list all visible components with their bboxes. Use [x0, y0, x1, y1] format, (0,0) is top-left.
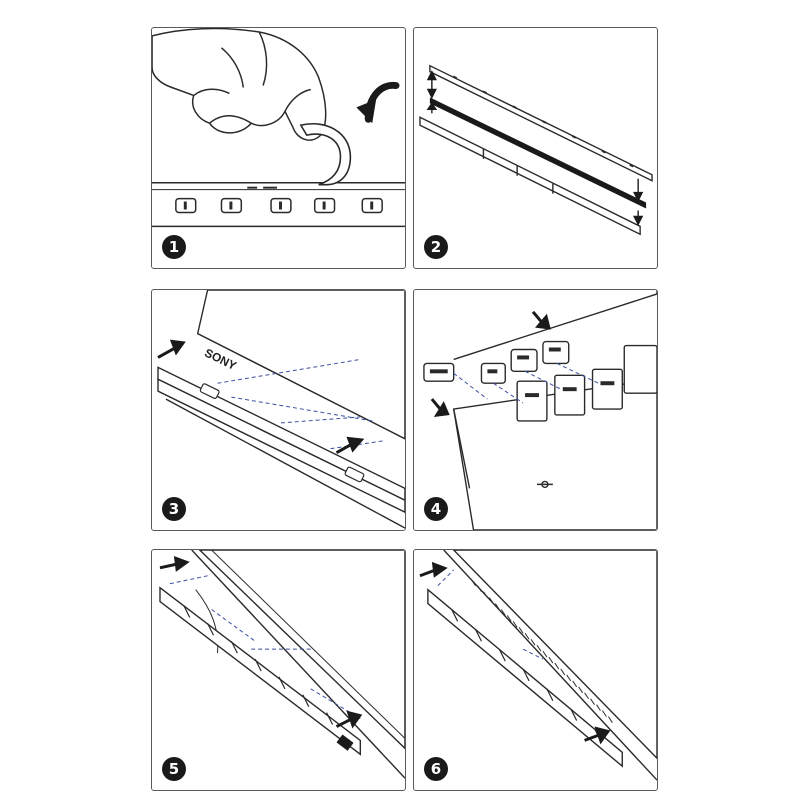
- strip-segments: [183, 605, 334, 725]
- console-body: [452, 550, 657, 760]
- step-6-badge: 6: [424, 757, 448, 781]
- step-6-illustration: [419, 550, 657, 781]
- double-arrow-icon: [426, 70, 644, 226]
- step-1-panel: 1: [151, 27, 406, 269]
- step-3-illustration: SONY: [157, 290, 405, 529]
- screw: [536, 480, 553, 489]
- vent-grille: [471, 579, 613, 723]
- step-4-badge: 4: [424, 497, 448, 521]
- step-4-illustration: [423, 290, 657, 530]
- step-3-panel: SONY 3: [151, 289, 406, 531]
- step-5-panel: 5: [151, 549, 406, 791]
- alignment-guides: [169, 575, 361, 720]
- alignment-guides: [453, 362, 599, 404]
- step-2-badge: 2: [424, 235, 448, 259]
- step-1-illustration: [152, 28, 405, 228]
- port-slots: [199, 383, 365, 483]
- port-openings: [516, 344, 657, 422]
- dust-plugs: [423, 340, 570, 384]
- top-rail: [429, 64, 653, 182]
- cover-strip: [157, 366, 405, 513]
- peeled-strip: [299, 123, 352, 186]
- arrow-icon: [159, 555, 363, 729]
- alignment-guides: [437, 569, 544, 660]
- step-3-badge: 3: [162, 497, 186, 521]
- step-5-badge: 5: [162, 757, 186, 781]
- adhesive-strip: [429, 97, 647, 209]
- hand-icon: [152, 28, 327, 141]
- step-1-badge: 1: [162, 235, 186, 259]
- step-2-panel: 2: [413, 27, 658, 269]
- arrow-icon: [430, 310, 551, 417]
- console-front: [452, 378, 657, 530]
- port-slots: [175, 197, 383, 214]
- cover-strip: [427, 588, 623, 768]
- step-4-panel: 4: [413, 289, 658, 531]
- alignment-guides: [217, 358, 385, 450]
- curved-arrow-icon: [356, 81, 400, 124]
- step-5-illustration: [159, 550, 405, 779]
- step-2-illustration: [419, 64, 653, 236]
- arrow-icon: [157, 339, 365, 454]
- arrow-icon: [419, 561, 611, 745]
- step-6-panel: 6: [413, 549, 658, 791]
- console-body: [196, 290, 405, 440]
- bottom-rail: [419, 116, 641, 236]
